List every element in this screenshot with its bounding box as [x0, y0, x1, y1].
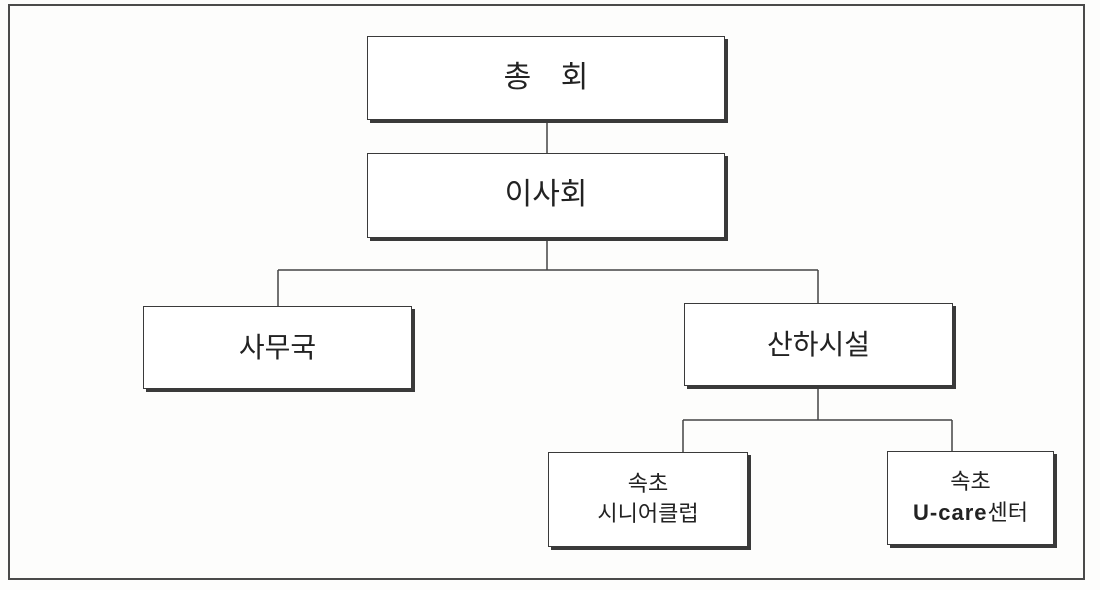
node-affiliated-facilities-label: 산하시설 [766, 327, 871, 361]
node-general-assembly: 총 회 [367, 36, 725, 120]
node-ucare-center-line1: 속초 [950, 469, 991, 495]
node-ucare-center-suffix: 센터 [987, 500, 1028, 526]
node-affiliated-facilities: 산하시설 [684, 303, 953, 386]
diagram-frame [8, 4, 1085, 580]
node-secretariat-label: 사무국 [238, 330, 317, 364]
node-ucare-center: 속초 U-care센터 [887, 451, 1054, 545]
node-board-label: 이사회 [504, 177, 588, 213]
node-general-assembly-label: 총 회 [503, 59, 599, 95]
node-ucare-center-brand: U-care [913, 499, 988, 525]
node-secretariat: 사무국 [143, 306, 412, 389]
node-senior-club-line1: 속초 [627, 471, 669, 497]
node-senior-club: 속초 시니어클럽 [548, 452, 748, 547]
node-senior-club-line2: 시니어클럽 [597, 501, 699, 527]
node-ucare-center-line2: U-care센터 [913, 498, 1028, 529]
node-board: 이사회 [367, 153, 725, 238]
